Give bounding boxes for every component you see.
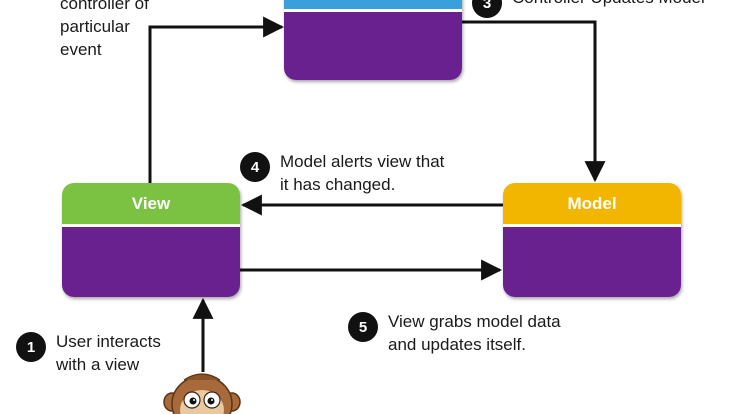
step-4: 4 Model alerts view that it has changed. <box>240 150 444 196</box>
model-box: Model <box>503 183 681 297</box>
model-body <box>503 227 681 297</box>
step-5-line-1: View grabs model data <box>388 312 561 331</box>
step-1-line-2: with a view <box>56 355 140 374</box>
step-5-line-2: and updates itself. <box>388 335 526 354</box>
step-1-badge: 1 <box>16 332 46 362</box>
arrow-controller-to-model <box>462 20 606 183</box>
model-title: Model <box>567 193 617 213</box>
monkey-face-icon <box>163 373 241 414</box>
step-5: 5 View grabs model data and updates itse… <box>348 310 561 356</box>
step-4-text: Model alerts view that it has changed. <box>280 150 444 196</box>
step-1-text: User interacts with a view <box>56 330 161 376</box>
view-body <box>62 227 240 297</box>
step-2-label: controller of particular event <box>60 0 149 61</box>
step-1: 1 User interacts with a view <box>16 330 161 376</box>
step-4-badge: 4 <box>240 152 270 182</box>
step-2-line-2: particular <box>60 17 130 36</box>
step-1-line-1: User interacts <box>56 332 161 351</box>
view-title: View <box>131 193 171 213</box>
controller-box <box>284 0 462 80</box>
step-5-text: View grabs model data and updates itself… <box>388 310 561 356</box>
step-4-line-2: it has changed. <box>280 175 396 194</box>
step-2-line-1: controller of <box>60 0 149 13</box>
arrow-view-to-controller <box>148 16 285 183</box>
step-3: 3 Controller Updates Model <box>472 0 705 18</box>
controller-body <box>284 12 462 80</box>
step-5-badge: 5 <box>348 312 378 342</box>
step-3-text: Controller Updates Model <box>512 0 705 9</box>
step-2-line-3: event <box>60 40 102 59</box>
model-header: Model <box>503 183 681 227</box>
step-3-badge: 3 <box>472 0 502 18</box>
step-4-line-1: Model alerts view that <box>280 152 445 171</box>
view-box: View <box>62 183 240 297</box>
view-header: View <box>62 183 240 227</box>
controller-header <box>284 0 462 12</box>
step-3-line-1: Controller Updates Model <box>512 0 705 9</box>
